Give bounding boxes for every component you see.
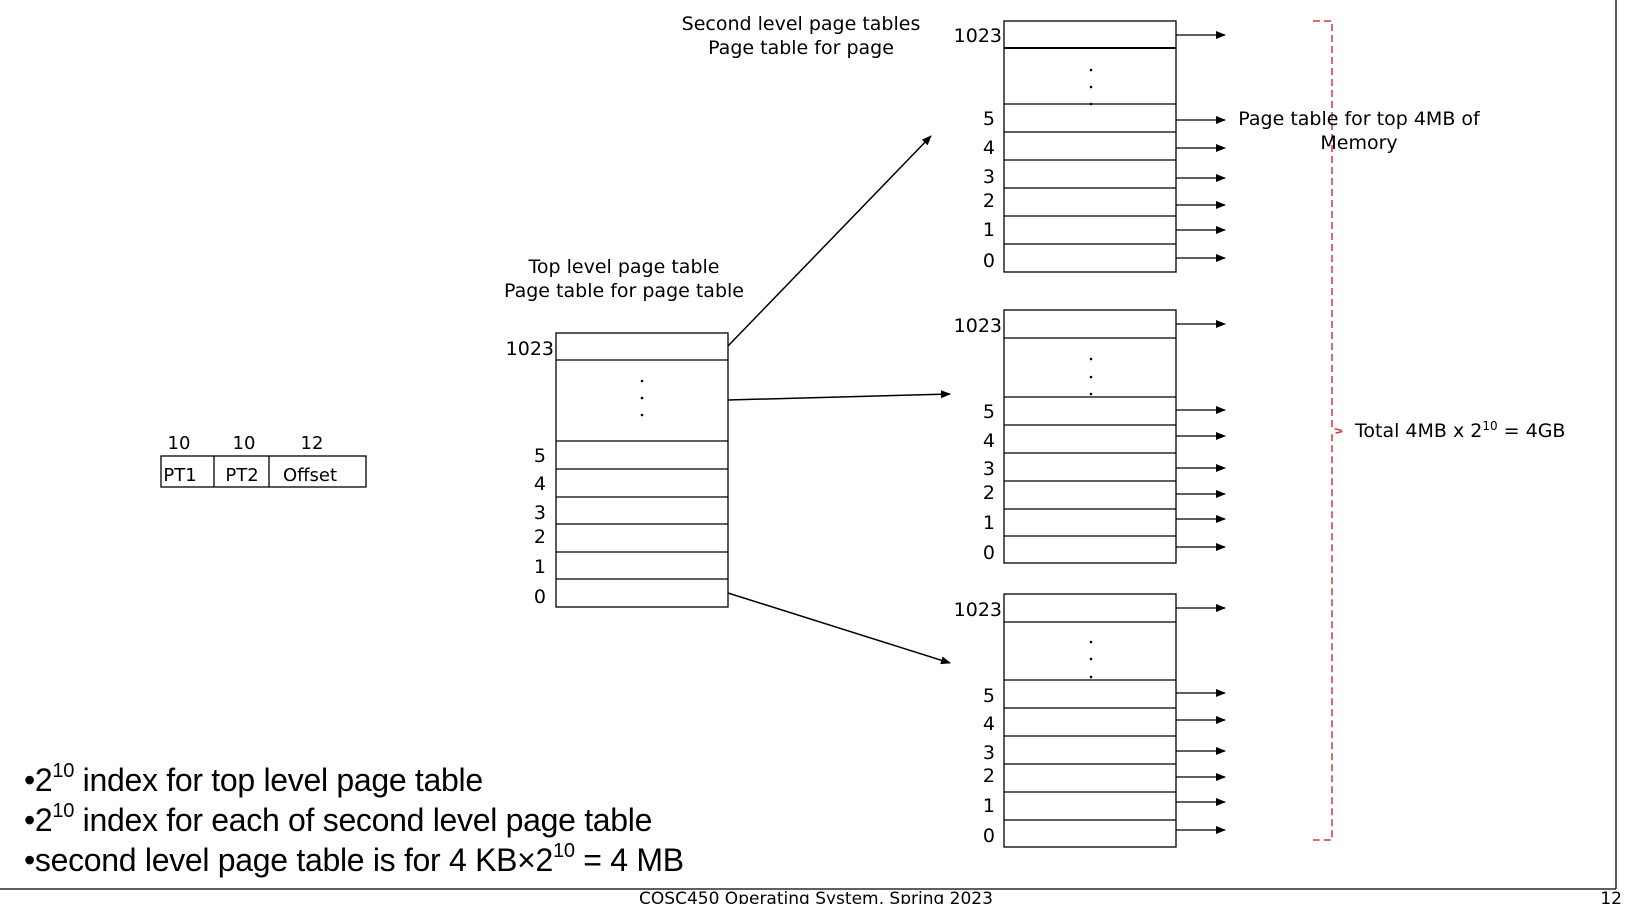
- field-pt1: PT1: [163, 465, 196, 486]
- index-label: 5: [983, 401, 995, 423]
- index-label: 1023: [954, 25, 1002, 47]
- second-tables-title: Second level page tables: [682, 13, 921, 35]
- top-table-subtitle: Page table for page table: [504, 280, 744, 302]
- bullet-item: •210 index for each of second level page…: [24, 800, 653, 838]
- index-label: 5: [983, 108, 995, 130]
- bits-pt1: 10: [168, 433, 191, 454]
- bits-pt2: 10: [233, 433, 256, 454]
- top-4mb-label: Page table for top 4MB of: [1238, 108, 1481, 130]
- index-label: 4: [983, 137, 995, 159]
- ellipsis-dot: [640, 413, 644, 417]
- ellipsis-dot: [1089, 375, 1093, 379]
- index-label: 0: [983, 542, 995, 564]
- index-label: 2: [534, 526, 546, 548]
- bits-offset: 12: [301, 433, 324, 454]
- address-format: 10 10 12 PT1 PT2 Offset: [160, 433, 367, 488]
- ellipsis-dot: [1089, 357, 1093, 361]
- index-label: 0: [983, 250, 995, 272]
- ellipsis-dot: [1089, 640, 1093, 644]
- index-label: 3: [534, 502, 546, 524]
- ellipsis-dot: [1089, 68, 1093, 72]
- ellipsis-dot: [640, 379, 644, 383]
- index-label: 3: [983, 166, 995, 188]
- ellipsis-dot: [1089, 392, 1093, 396]
- total-label: Total 4MB x 210 = 4GB: [1354, 419, 1565, 442]
- address-box: [160, 455, 367, 488]
- index-label: 1: [534, 556, 546, 578]
- second-level-table-1: 1023 5 4 3 2 1 0: [954, 20, 1226, 273]
- field-offset: Offset: [283, 465, 337, 486]
- index-label: 2: [983, 482, 995, 504]
- top-4mb-label-line2: Memory: [1320, 132, 1397, 154]
- index-label: 5: [983, 685, 995, 707]
- bullet-list: •210 index for top level page table •210…: [24, 760, 684, 880]
- index-label: 1: [983, 219, 995, 241]
- top-level-page-table: Top level page table Page table for page…: [504, 256, 744, 608]
- index-label: 5: [534, 445, 546, 467]
- page-number: 12: [1600, 889, 1622, 904]
- arrow-to-table-2: [727, 390, 951, 401]
- index-label: 4: [983, 713, 995, 735]
- ellipsis-dot: [1089, 657, 1093, 661]
- index-label: 4: [534, 473, 546, 495]
- index-label: 2: [983, 190, 995, 212]
- top-table-title: Top level page table: [528, 256, 720, 278]
- arrow-to-table-1: [727, 135, 932, 347]
- second-level-table-2: 1023 5 4 3 2 1 0: [954, 309, 1226, 564]
- footer-text: COSC450 Operating System, Spring 2023: [639, 889, 993, 904]
- index-label: 4: [983, 430, 995, 452]
- ellipsis-dot: [1089, 102, 1093, 106]
- ellipsis-dot: [640, 396, 644, 400]
- bullet-item: •210 index for top level page table: [24, 760, 483, 798]
- bullet-item: •second level page table is for 4 KB×210…: [24, 840, 684, 878]
- index-label: 1023: [506, 338, 554, 360]
- index-label: 3: [983, 742, 995, 764]
- ellipsis-dot: [1089, 675, 1093, 679]
- second-tables-subtitle: Page table for page: [708, 37, 894, 59]
- field-pt2: PT2: [225, 465, 258, 486]
- slide-footer: COSC450 Operating System, Spring 2023 12: [0, 888, 1632, 904]
- index-label: 1023: [954, 599, 1002, 621]
- second-level-table-3: 1023 5 4 3 2 1 0: [954, 593, 1226, 848]
- index-label: 3: [983, 458, 995, 480]
- index-label: 1023: [954, 315, 1002, 337]
- index-label: 1: [983, 512, 995, 534]
- arrow-to-table-3: [727, 592, 951, 665]
- index-label: 2: [983, 765, 995, 787]
- top-to-second-arrows: [727, 135, 951, 665]
- index-label: 1: [983, 795, 995, 817]
- ellipsis-dot: [1089, 85, 1093, 89]
- index-label: 0: [983, 825, 995, 847]
- index-label: 0: [534, 586, 546, 608]
